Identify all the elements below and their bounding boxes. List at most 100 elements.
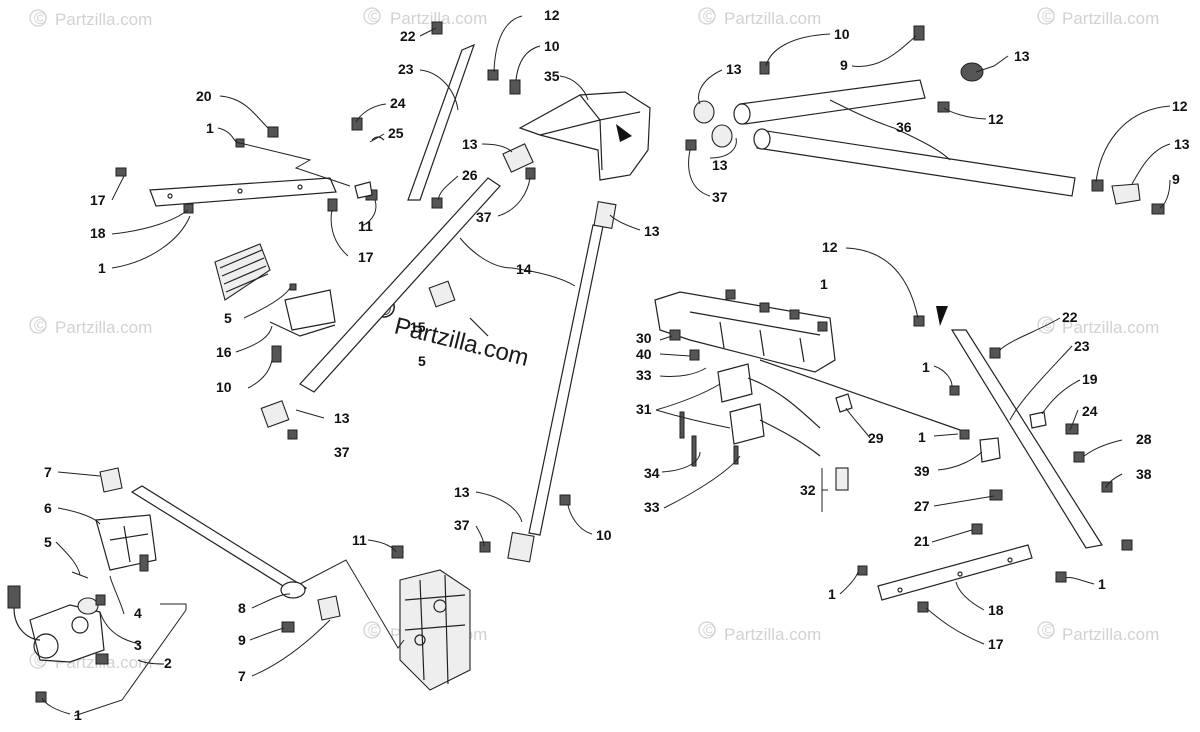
callout: 12: [988, 111, 1004, 127]
watermark-bottom-right1: © Partzilla.com: [698, 621, 821, 644]
callout: 10: [544, 38, 560, 54]
callout: 13: [1174, 136, 1190, 152]
callout: 1: [922, 359, 930, 375]
svg-text:Partzilla.com: Partzilla.com: [724, 625, 821, 644]
callout: 39: [914, 463, 930, 479]
callout: 28: [1136, 431, 1152, 447]
callout: 15: [410, 319, 426, 335]
watermark-top-right2: © Partzilla.com: [1037, 7, 1159, 28]
callout: 12: [544, 7, 560, 23]
callout: 13: [726, 61, 742, 77]
bushings-upper-right: [685, 25, 1165, 215]
callout: 1: [98, 260, 106, 276]
svg-text:Partzilla.com: Partzilla.com: [1062, 9, 1159, 28]
callout: 25: [388, 125, 404, 141]
callout: 17: [358, 249, 374, 265]
callout: 9: [1172, 171, 1180, 187]
watermark-bottom-right2: © Partzilla.com: [1037, 621, 1159, 644]
callout: 37: [476, 209, 492, 225]
callout: 30: [636, 330, 652, 346]
callout: 5: [224, 310, 232, 326]
svg-text:©: ©: [1042, 7, 1055, 26]
callout: 6: [44, 500, 52, 516]
frame-rail-23-right: [913, 306, 1133, 551]
leader-lines: [41, 15, 1171, 717]
watermark-top-right1: © Partzilla.com: [698, 7, 821, 28]
svg-text:©: ©: [368, 621, 381, 640]
steering-housing-35: [518, 91, 651, 181]
steering-shaft-center: [479, 200, 617, 563]
callout: 19: [1082, 371, 1098, 387]
svg-text:Partzilla.com: Partzilla.com: [1062, 318, 1159, 337]
callout: 40: [636, 346, 652, 362]
mount-bracket-30: [654, 289, 961, 431]
callout: 14: [516, 261, 532, 277]
callout: 11: [352, 532, 367, 548]
callout: 7: [238, 668, 246, 684]
watermark-top-mid: © Partzilla.com: [363, 7, 487, 28]
callout: 13: [454, 484, 470, 500]
callout: 34: [644, 465, 660, 481]
callout: 35: [544, 68, 560, 84]
callout: 2: [164, 655, 172, 671]
steering-shaft-14: [260, 143, 536, 440]
svg-text:Partzilla.com: Partzilla.com: [55, 318, 152, 337]
callout: 1: [820, 276, 828, 292]
ignition-coils-31: [679, 363, 853, 491]
svg-text:Partzilla.com: Partzilla.com: [55, 10, 152, 29]
tie-rod-36-upper: [733, 79, 926, 125]
callout: 16: [216, 344, 232, 360]
callout: 24: [390, 95, 406, 111]
bracket-18-left: [149, 177, 337, 207]
callout: 9: [840, 57, 848, 73]
callout: 3: [134, 637, 142, 653]
callout: 32: [800, 482, 816, 498]
callout: 26: [462, 167, 478, 183]
callout: 33: [636, 367, 652, 383]
callout: 20: [196, 88, 212, 104]
callout: 23: [1074, 338, 1090, 354]
callout: 1: [1098, 576, 1106, 592]
callout: 13: [462, 136, 478, 152]
callout: 21: [914, 533, 930, 549]
callout: 10: [596, 527, 612, 543]
svg-text:Partzilla.com: Partzilla.com: [1062, 625, 1159, 644]
callout: 36: [896, 119, 912, 135]
svg-text:©: ©: [703, 621, 716, 640]
engine-block: [391, 545, 471, 691]
svg-text:©: ©: [1042, 316, 1055, 335]
callout-labels: 12 22 10 23 35 10 9 13 13 20 24 1 25 13 …: [44, 7, 1190, 723]
callout: 23: [398, 61, 414, 77]
callout: 13: [1014, 48, 1030, 64]
callout: 1: [828, 586, 836, 602]
clip-15: [428, 280, 489, 337]
svg-text:Partzilla.com: Partzilla.com: [724, 9, 821, 28]
callout: 22: [400, 28, 416, 44]
bolt-10-left: [271, 345, 282, 363]
callout: 33: [644, 499, 660, 515]
bracket-18-right: [857, 523, 1067, 613]
svg-text:©: ©: [34, 316, 47, 335]
callout: 10: [216, 379, 232, 395]
watermark-mid-left: © Partzilla.com: [29, 316, 152, 337]
callout: 10: [834, 26, 850, 42]
callout: 8: [238, 600, 246, 616]
svg-text:©: ©: [703, 7, 716, 26]
callout: 27: [914, 498, 930, 514]
callout: 37: [712, 189, 728, 205]
steering-motor-2: [7, 514, 157, 703]
callout: 11: [358, 218, 373, 234]
callout: 38: [1136, 466, 1152, 482]
callout: 13: [644, 223, 660, 239]
relay-16-17: [214, 243, 336, 337]
callout: 5: [418, 353, 426, 369]
callout: 4: [134, 605, 142, 621]
callout: 37: [454, 517, 470, 533]
callout: 7: [44, 464, 52, 480]
callout: 31: [636, 401, 652, 417]
svg-text:©: ©: [1042, 621, 1055, 640]
callout: 1: [918, 429, 926, 445]
tie-rod-8: [99, 467, 341, 633]
callout: 37: [334, 444, 350, 460]
